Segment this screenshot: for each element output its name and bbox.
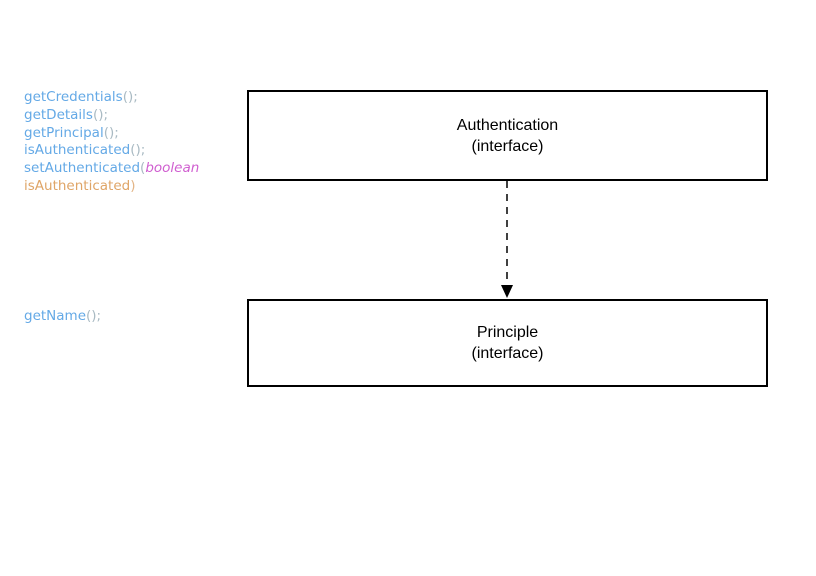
code-line: getName();: [24, 308, 101, 326]
code-token: ();: [103, 124, 119, 141]
code-line: getDetails();: [24, 107, 199, 125]
node-subtitle: (interface): [471, 345, 544, 362]
code-token: (: [140, 160, 146, 177]
arrowhead-icon: [501, 285, 513, 298]
code-token: ();: [92, 106, 109, 123]
code-line: isAuthenticated();: [24, 142, 199, 160]
code-token: isAuthenticated: [24, 142, 131, 159]
code-token: ): [130, 177, 136, 194]
code-token: isAuthenticated: [24, 177, 131, 194]
code-token: setAuthenticated: [24, 160, 141, 177]
authentication-methods-code: getCredentials();getDetails();getPrincip…: [24, 89, 199, 196]
node-title: Principle: [476, 324, 539, 341]
code-token: getDetails: [24, 106, 93, 123]
code-token: ();: [122, 89, 138, 105]
node-principle-interface: Principle (interface): [247, 299, 768, 387]
code-token: getCredentials: [24, 89, 123, 105]
code-line: isAuthenticated): [24, 178, 199, 196]
node-subtitle: (interface): [471, 137, 544, 155]
code-line: getCredentials();: [24, 89, 199, 107]
code-token: boolean: [145, 160, 200, 177]
node-title: Authentication: [456, 116, 559, 134]
code-token: ();: [86, 308, 102, 324]
principle-methods-code: getName();: [24, 308, 101, 326]
code-line: getPrincipal();: [24, 125, 199, 143]
node-authentication-interface: Authentication (interface): [247, 90, 768, 181]
code-token: getPrincipal: [24, 124, 104, 141]
code-token: ();: [130, 142, 146, 159]
code-line: setAuthenticated(boolean: [24, 160, 199, 178]
code-token: getName: [24, 308, 86, 324]
